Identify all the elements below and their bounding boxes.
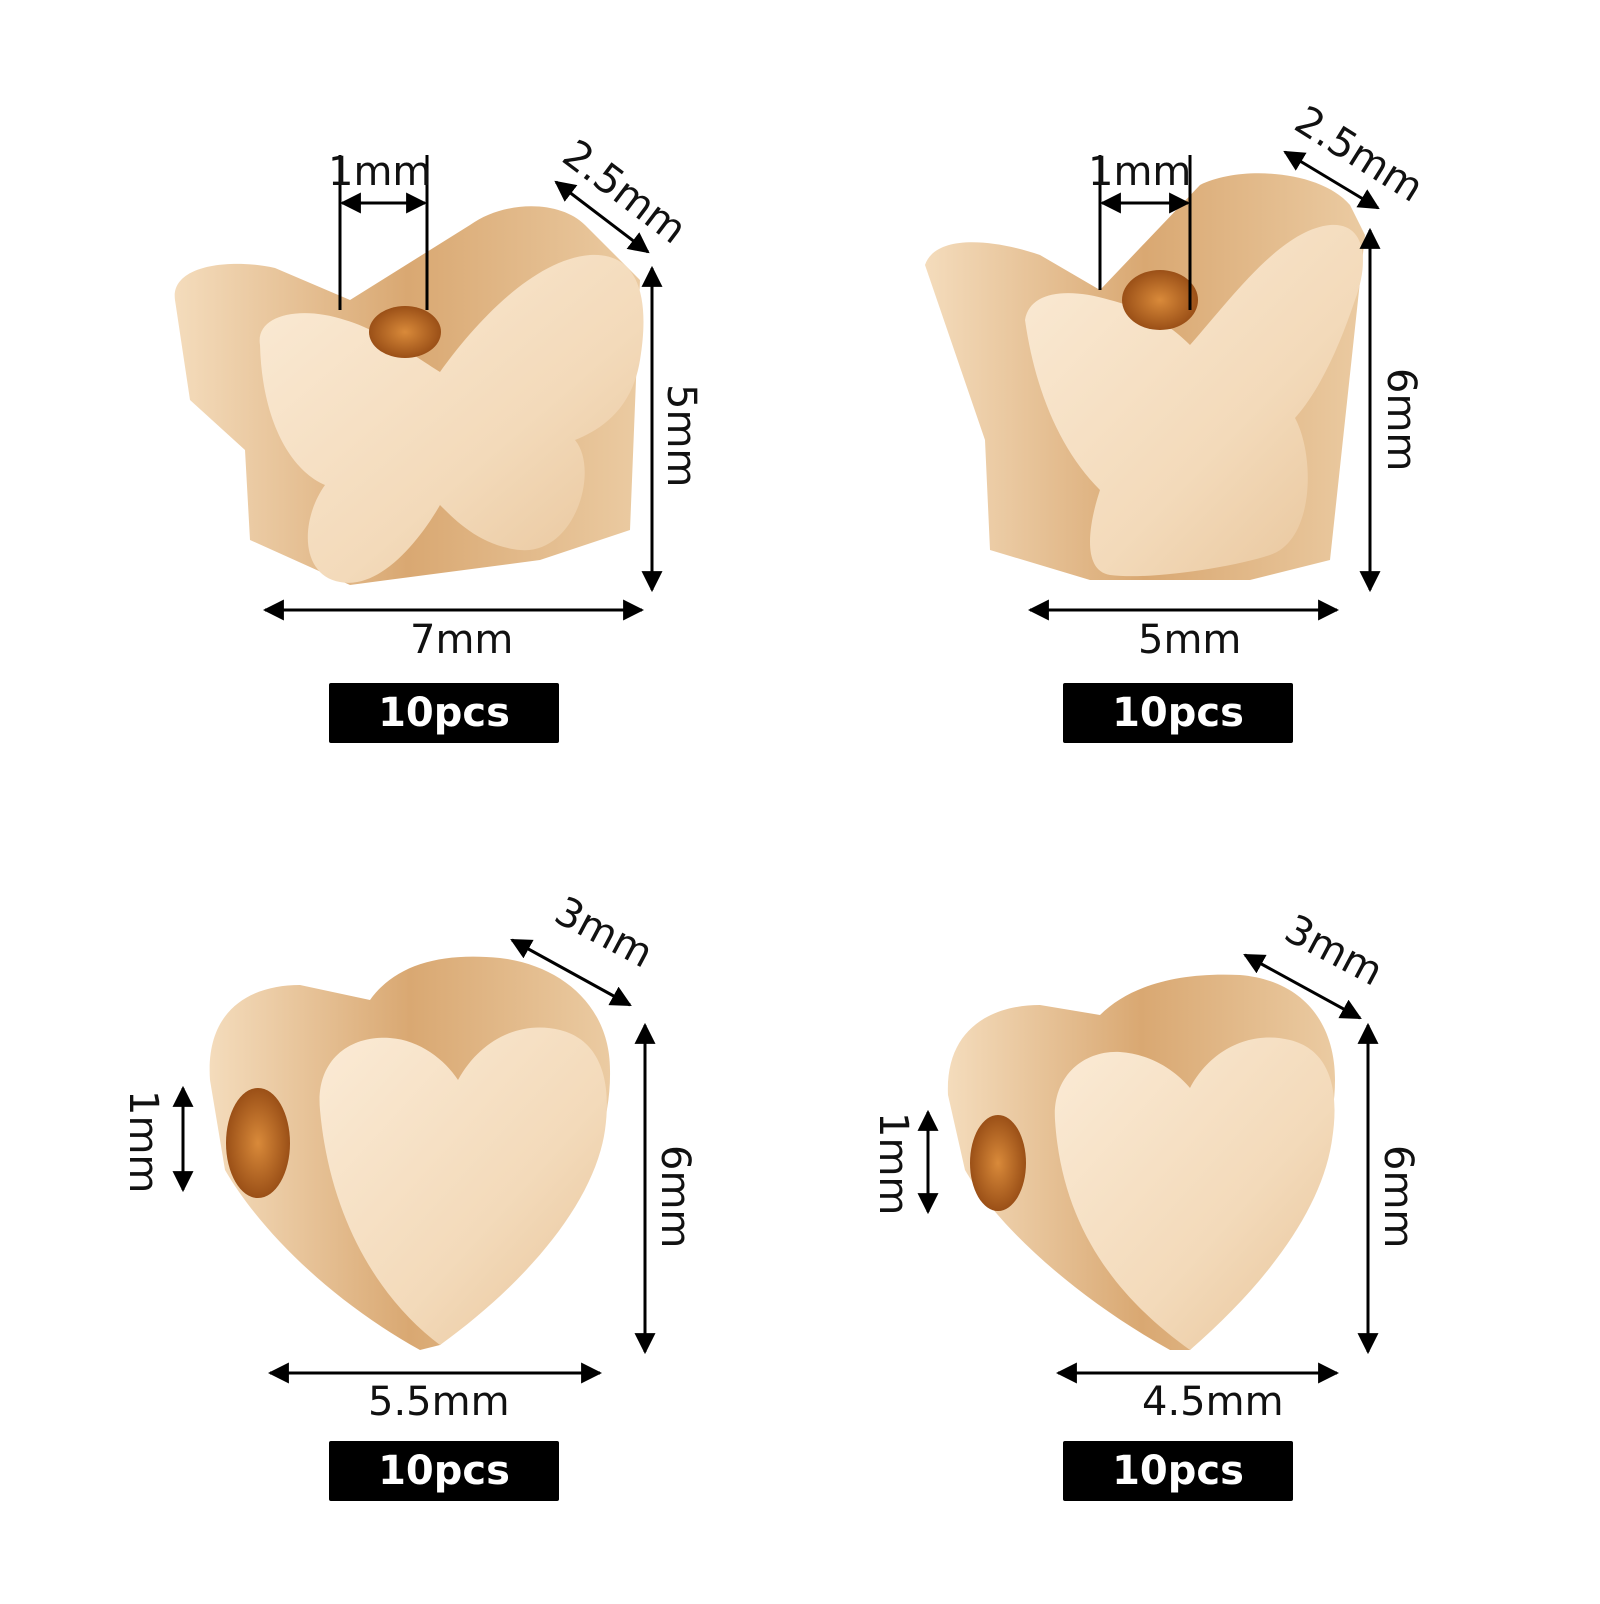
p1-hole-label: 1mm — [328, 149, 431, 195]
heart-4-face — [1054, 1037, 1335, 1350]
product-2-butterfly — [925, 173, 1365, 581]
p4-quantity-badge: 10pcs — [1063, 1441, 1293, 1501]
p4-width-label: 4.5mm — [1142, 1379, 1284, 1425]
p4-hole-label: 1mm — [870, 1112, 916, 1215]
butterfly-1-hole — [369, 306, 441, 358]
p2-hole-label: 1mm — [1088, 149, 1191, 195]
butterfly-1-face — [259, 254, 644, 583]
p3-hole-label: 1mm — [120, 1090, 166, 1193]
p4-height-label: 6mm — [1375, 1145, 1421, 1248]
p3-quantity-badge: 10pcs — [329, 1441, 559, 1501]
heart-3-face — [319, 1027, 607, 1345]
p3-thickness-label: 3mm — [547, 888, 660, 977]
p3-width-label: 5.5mm — [368, 1379, 510, 1425]
p1-width-label: 7mm — [410, 617, 513, 663]
butterfly-2-hole — [1122, 270, 1198, 330]
p2-width-label: 5mm — [1138, 617, 1241, 663]
product-3-heart — [209, 956, 611, 1350]
p2-quantity-badge: 10pcs — [1063, 683, 1293, 743]
heart-4-hole — [970, 1115, 1026, 1211]
p1-height-label: 5mm — [658, 384, 704, 487]
product-4-heart — [947, 974, 1335, 1350]
heart-3-hole — [226, 1088, 290, 1198]
butterfly-2-face — [1025, 224, 1363, 577]
p1-quantity-badge: 10pcs — [329, 683, 559, 743]
product-1-butterfly — [174, 206, 644, 585]
p2-height-label: 6mm — [1378, 368, 1424, 471]
p3-height-label: 6mm — [652, 1145, 698, 1248]
